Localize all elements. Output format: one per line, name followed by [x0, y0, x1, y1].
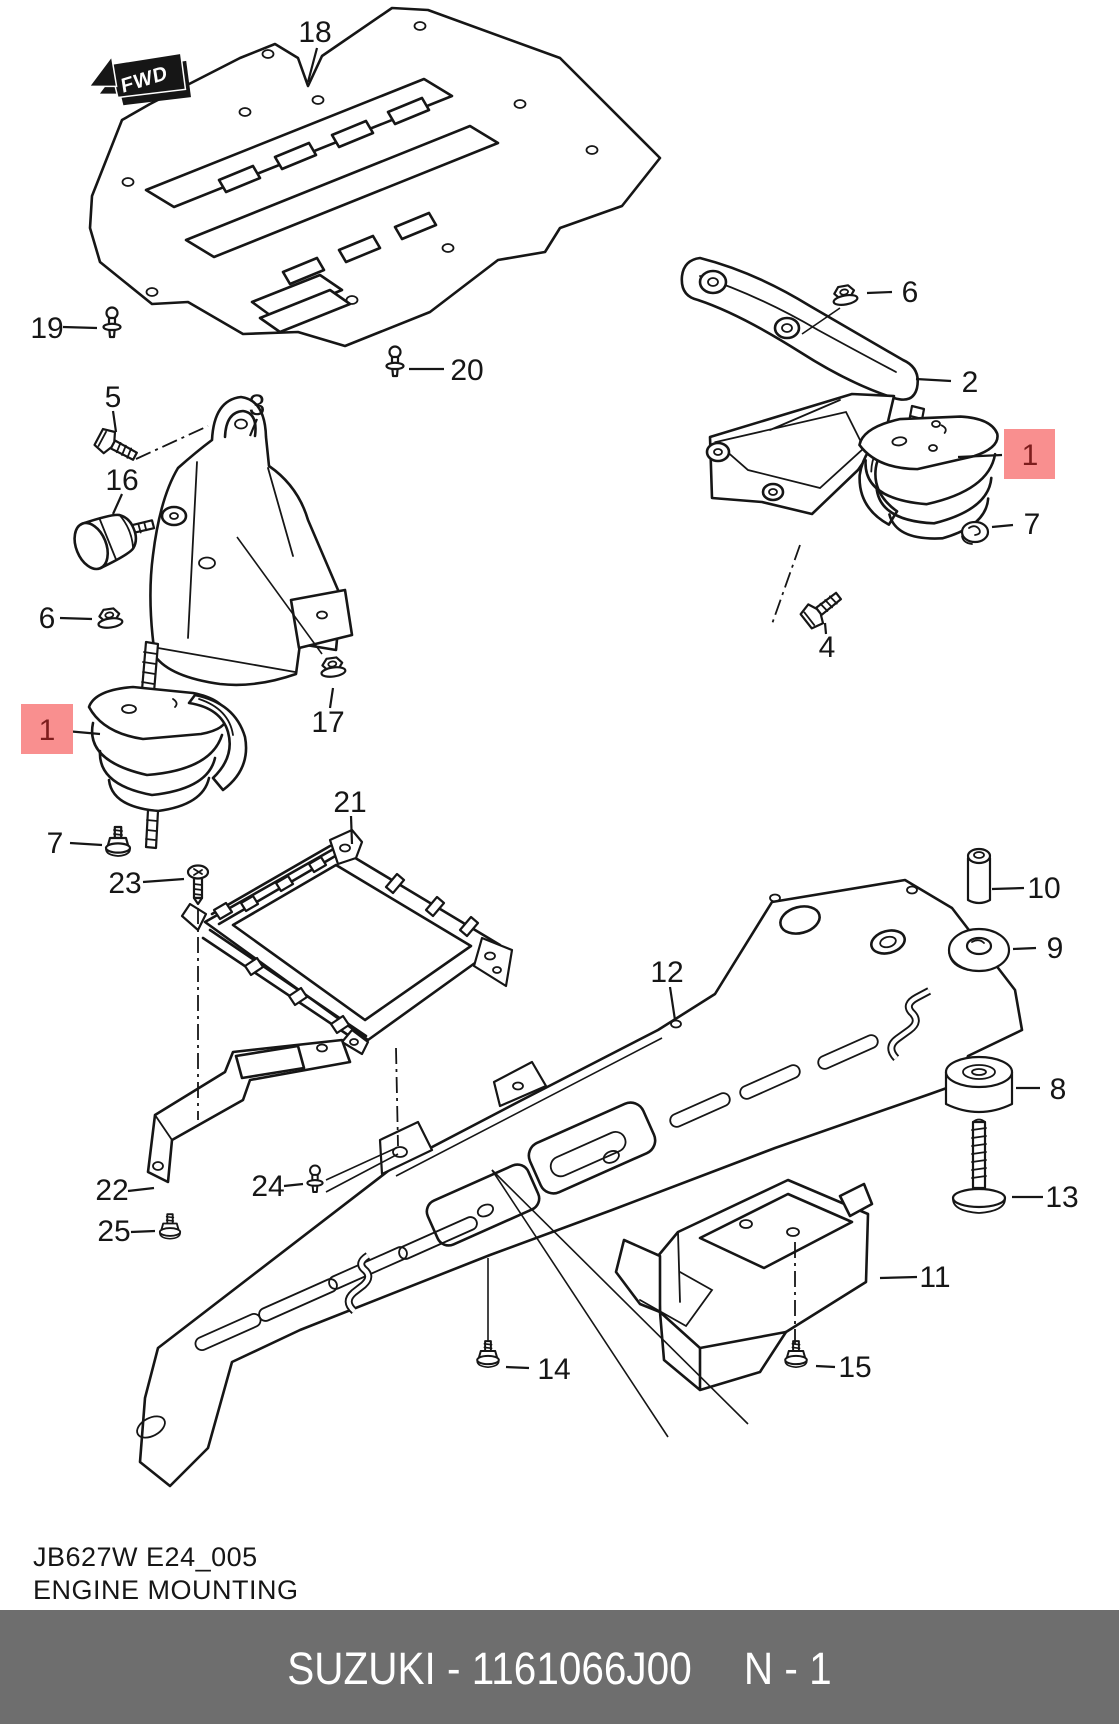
part-4-bolt	[797, 585, 847, 632]
part-5-bolt	[92, 425, 142, 468]
footer-page-ref: N - 1	[743, 1643, 832, 1694]
highlighted-callout-part-1-right[interactable]	[1004, 429, 1055, 479]
part-label-16: 16	[105, 464, 138, 497]
part-3-mounting-bracket-left	[149, 395, 354, 687]
part-label-12: 12	[650, 956, 683, 989]
part-label-1-left[interactable]: 1	[39, 714, 56, 747]
part-22-side-bracket	[146, 1038, 352, 1184]
part-7-bolt-left	[104, 825, 132, 858]
part-label-8: 8	[1050, 1073, 1067, 1106]
drawing-code: JB627W E24_005	[33, 1542, 258, 1572]
part-8-cushion-lower	[944, 1055, 1014, 1114]
part-label-10: 10	[1027, 872, 1060, 905]
part-label-18: 18	[298, 16, 331, 49]
part-label-5: 5	[105, 381, 122, 414]
part-label-6-left: 6	[39, 602, 56, 635]
part-16-damper	[73, 513, 156, 571]
part-17-nut	[318, 655, 348, 680]
footer-bar: SUZUKI - 1161066J00 N - 1	[0, 1610, 1119, 1724]
axis-lines	[135, 307, 841, 1438]
part-number-labels: 18 19 20 5 3 16 6 17 1 7 23 21 22 25 24 …	[30, 16, 1078, 1386]
part-15-bolt	[784, 1340, 808, 1369]
part-label-1-right[interactable]: 1	[1022, 439, 1039, 472]
part-12-crossmember	[136, 878, 1024, 1488]
part-label-14: 14	[537, 1353, 570, 1386]
part-label-7-right: 7	[1024, 508, 1041, 541]
part-19-screw	[102, 306, 122, 339]
part-label-13: 13	[1045, 1181, 1078, 1214]
part-label-9: 9	[1047, 932, 1064, 965]
part-label-17: 17	[311, 706, 344, 739]
part-label-15: 15	[838, 1351, 871, 1384]
part-label-22: 22	[95, 1174, 128, 1207]
wire-clamp-right	[887, 987, 932, 1061]
part-23-screw	[186, 864, 210, 906]
part-label-2: 2	[962, 366, 979, 399]
part-label-7-left: 7	[47, 827, 64, 860]
part-6-nut-left	[95, 606, 125, 631]
part-10-spacer-sleeve	[966, 847, 992, 905]
part-6-nut-right	[830, 282, 860, 308]
exploded-parts-diagram: FWD	[21, 6, 1079, 1488]
part-13-bolt	[951, 1118, 1007, 1214]
highlighted-callout-part-1-left[interactable]	[21, 704, 73, 754]
part-label-20: 20	[450, 354, 483, 387]
part-2-mounting-bracket-right	[680, 256, 919, 516]
leader-lines	[59, 47, 1043, 1370]
part-24-clip	[306, 1164, 324, 1193]
part-label-25: 25	[97, 1215, 130, 1248]
part-7-grommet-right	[960, 520, 990, 545]
part-25-bolt	[158, 1213, 182, 1240]
part-1-engine-mounting-right	[851, 404, 1012, 550]
part-1-engine-mounting-left	[87, 640, 248, 850]
part-14-bolt	[476, 1340, 500, 1369]
part-21-frame	[180, 828, 514, 1056]
fwd-direction-arrow: FWD	[87, 52, 191, 106]
part-label-4: 4	[819, 631, 836, 664]
part-18-engine-under-cover	[88, 6, 662, 348]
part-label-24: 24	[251, 1170, 284, 1203]
part-label-19: 19	[30, 312, 63, 345]
part-9-cushion-upper	[947, 927, 1011, 973]
part-label-3: 3	[249, 389, 266, 422]
part-label-23: 23	[108, 867, 141, 900]
part-label-6-right: 6	[902, 276, 919, 309]
part-label-11: 11	[919, 1261, 950, 1294]
part-11-rear-mounting-bracket	[614, 1178, 874, 1392]
drawing-title: ENGINE MOUNTING	[33, 1575, 299, 1605]
wire-clamp-left	[344, 1252, 373, 1315]
drawing-note: JB627W E24_005 ENGINE MOUNTING	[33, 1541, 299, 1607]
footer-brand-part-number: SUZUKI - 1161066J00	[287, 1643, 692, 1694]
part-20-clip	[385, 345, 405, 378]
part-label-21: 21	[333, 786, 366, 819]
